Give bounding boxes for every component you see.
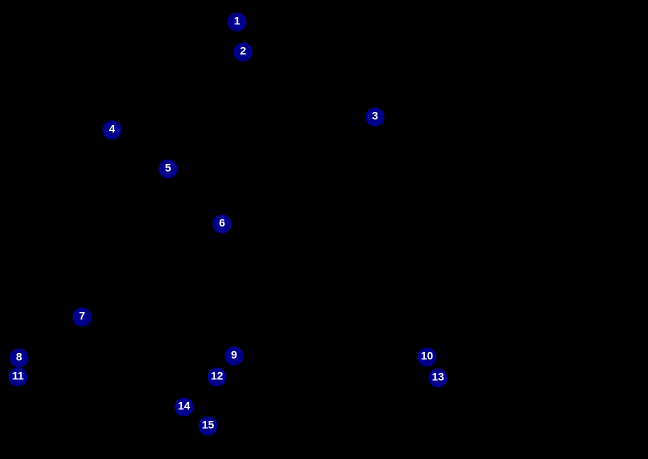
som-marker-2[interactable]: 2 (233, 42, 253, 62)
som-marker-12[interactable]: 12 (207, 367, 227, 387)
som-marker-3[interactable]: 3 (365, 107, 385, 127)
som-marker-10[interactable]: 10 (417, 347, 437, 367)
som-marker-4[interactable]: 4 (102, 120, 122, 140)
som-marker-13[interactable]: 13 (428, 368, 448, 388)
som-marker-1[interactable]: 1 (227, 12, 247, 32)
som-marker-5[interactable]: 5 (158, 159, 178, 179)
som-marker-7[interactable]: 7 (72, 307, 92, 327)
som-marker-6[interactable]: 6 (212, 214, 232, 234)
som-marker-11[interactable]: 11 (8, 367, 28, 387)
som-marker-15[interactable]: 15 (198, 416, 218, 436)
som-marker-9[interactable]: 9 (224, 346, 244, 366)
som-marker-8[interactable]: 8 (9, 348, 29, 368)
som-marker-14[interactable]: 14 (174, 397, 194, 417)
